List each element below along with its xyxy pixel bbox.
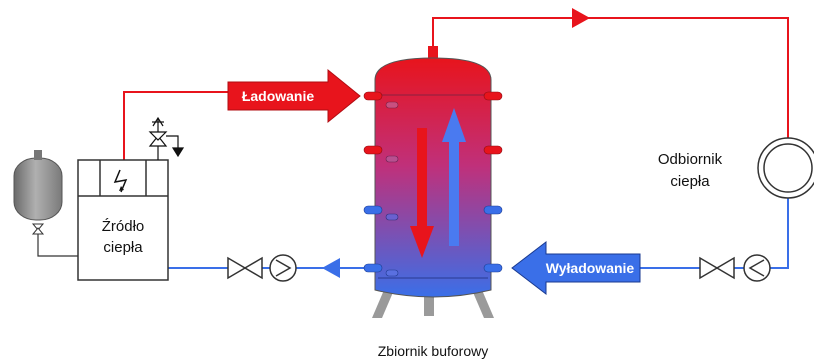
check-valve-icon xyxy=(322,258,340,278)
upward-flow-arrow-icon xyxy=(442,108,466,246)
receiver-label-2: ciepła xyxy=(670,173,710,190)
flow-arrow-hot-icon xyxy=(572,8,590,28)
pump-icon xyxy=(743,254,771,282)
heat-source-label-1: Źródło xyxy=(102,218,145,235)
valve-icon xyxy=(699,256,735,280)
hot-supply-pipes xyxy=(123,17,789,160)
downward-flow-arrow-icon xyxy=(410,128,434,258)
receiver-label-1: Odbiornik xyxy=(658,151,723,168)
buffer-tank xyxy=(363,46,503,318)
pump-icon xyxy=(269,254,297,282)
discharging-label: Wyładowanie xyxy=(546,260,635,276)
charging-label: Ładowanie xyxy=(242,88,315,104)
lightning-icon xyxy=(113,169,128,193)
charging-arrow: Ładowanie xyxy=(227,68,361,124)
heat-source-label-2: ciepła xyxy=(103,239,143,256)
valve-icon xyxy=(227,256,263,280)
heat-exchanger-icon xyxy=(757,137,814,199)
expansion-vessel-icon xyxy=(13,150,78,257)
heat-source: Źródło ciepła xyxy=(77,159,169,281)
safety-valve-icon xyxy=(148,116,185,160)
discharging-arrow: Wyładowanie xyxy=(511,240,641,296)
tank-label: Zbiornik buforowy xyxy=(378,343,489,359)
